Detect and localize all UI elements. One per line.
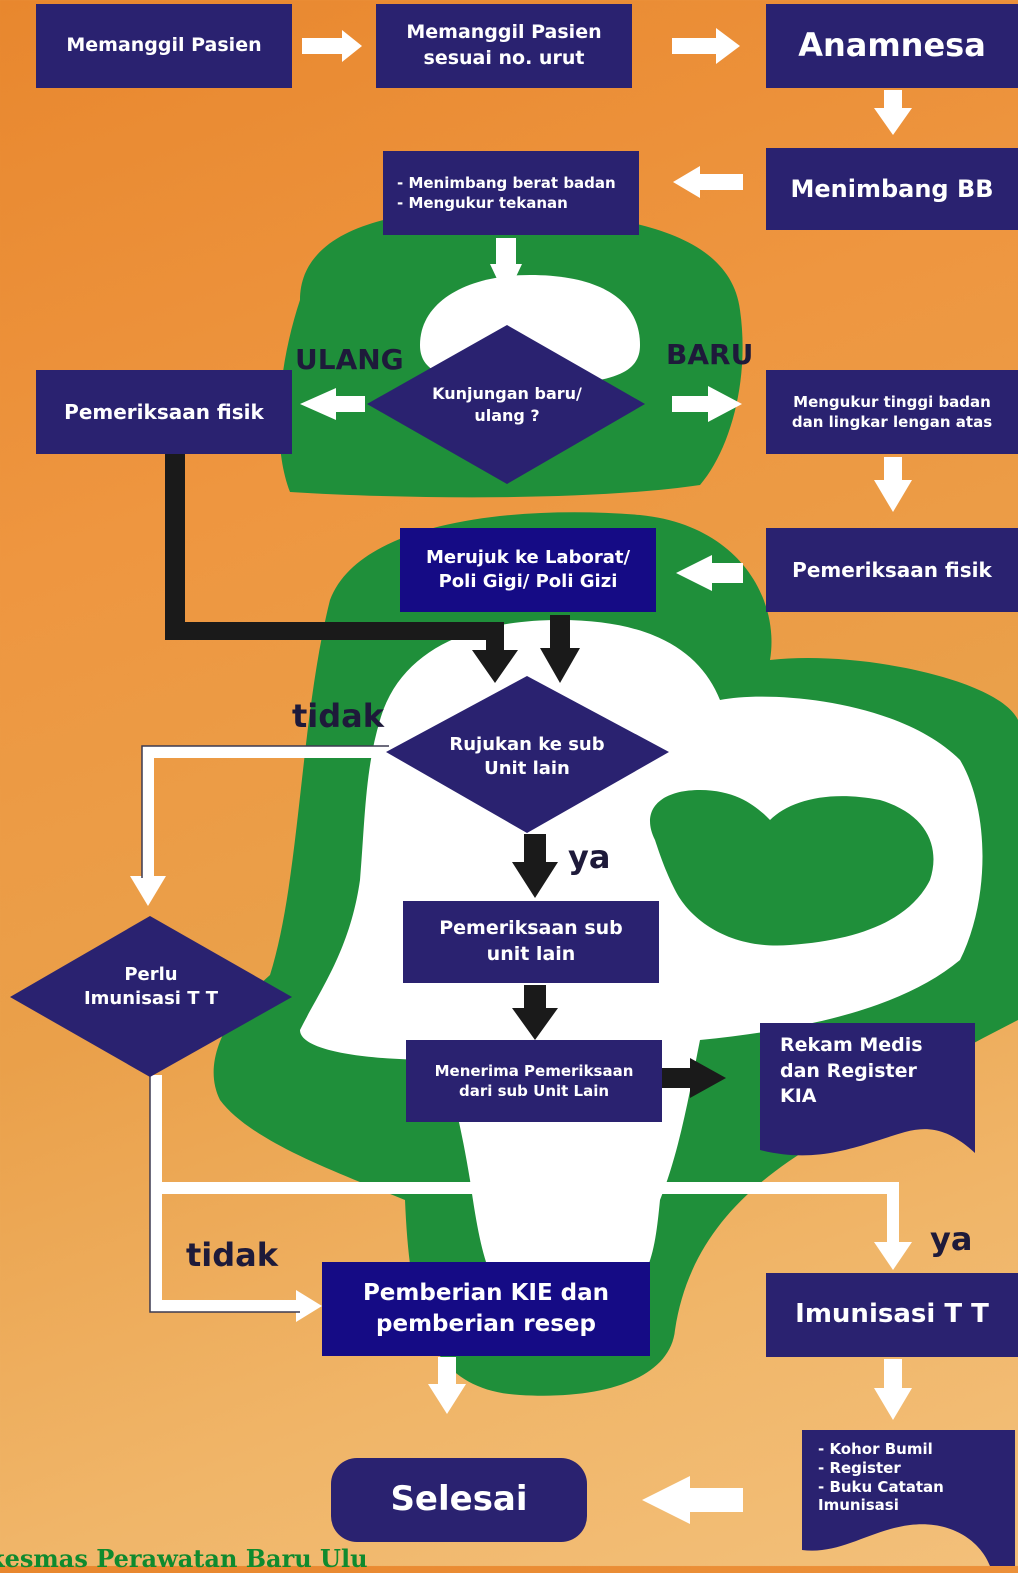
line-perlu-down [150, 1075, 300, 1312]
node-menimbang-detail: - Menimbang berat badan - Mengukur tekan… [383, 151, 639, 235]
label-tidak-bottom: tidak [186, 1236, 279, 1274]
node-pemberian-kie: Pemberian KIE dan pemberian resep [322, 1262, 650, 1356]
dark-path-fisik [165, 454, 518, 683]
arrow-down-weigh [490, 238, 522, 298]
doc-kohor-text: - Kohor Bumil - Register - Buku Catatan … [818, 1440, 944, 1515]
arrow-down-anamnesa [874, 90, 912, 135]
node-mengukur-tinggi: Mengukur tinggi badan dan lingkar lengan… [766, 370, 1018, 454]
white-line-arrows [142, 746, 899, 1312]
node-pemeriksaan-fisik-right: Pemeriksaan fisik [766, 528, 1018, 612]
arrow-down-kie [428, 1357, 466, 1414]
terminator-selesai-text: Selesai [390, 1479, 528, 1520]
node-merujuk: Merujuk ke Laborat/ Poli Gigi/ Poli Gizi [400, 528, 656, 612]
node-anamnesa: Anamnesa [766, 4, 1018, 88]
diamond-perlu [10, 916, 292, 1077]
node-menerima: Menerima Pemeriksaan dari sub Unit Lain [406, 1040, 662, 1122]
head-ya-right [874, 1242, 912, 1270]
white-line-arrowheads [130, 876, 912, 1322]
arrow-down-imunisasi [874, 1359, 912, 1420]
arrow-down-tinggi [874, 457, 912, 512]
arrow-right-baru [672, 386, 742, 422]
node-pemeriksaan-sub: Pemeriksaan sub unit lain [403, 901, 659, 983]
dark-arrow-rekam [662, 1058, 726, 1098]
white-arrows [300, 28, 912, 1524]
decision-kunjungan: Kunjungan baru/ ulang ? [432, 384, 582, 425]
terminator-selesai [331, 1458, 587, 1542]
watermark-text: kesmas Perawatan Baru Ulu [0, 1544, 368, 1573]
decision-rujukan: Rujukan ke sub Unit lain [449, 733, 605, 779]
doc-rekam-medis-text: Rekam Medis dan Register KIA [780, 1034, 923, 1108]
green-heart-inner [650, 790, 934, 946]
arrow-left-bb [673, 166, 743, 198]
dark-arrows [165, 454, 726, 1098]
dark-arrow-merujuk [540, 615, 580, 683]
arrow-left-ulang [300, 388, 365, 420]
node-memanggil-pasien: Memanggil Pasien [36, 4, 292, 88]
decision-perlu-imunisasi: Perlu Imunisasi T T [83, 963, 219, 1009]
diamond-rujukan [386, 676, 669, 833]
label-ya-mid: ya [568, 838, 611, 876]
arrow-right-1 [302, 30, 362, 62]
label-ya-right: ya [930, 1220, 973, 1258]
arrow-left-kohor [642, 1476, 743, 1524]
node-pemeriksaan-fisik-left: Pemeriksaan fisik [36, 370, 292, 454]
doc-kohor [802, 1430, 1015, 1566]
dark-arrow-ya [512, 834, 558, 898]
node-memanggil-pasien-urut: Memanggil Pasien sesuai no. urut [376, 4, 632, 88]
node-imunisasi-tt: Imunisasi T T [766, 1273, 1018, 1357]
label-ulang: ULANG [295, 343, 404, 376]
line-ya-right [160, 1182, 899, 1244]
dark-arrow-pemeriksaan [512, 985, 558, 1040]
head-tidak-top [130, 876, 166, 906]
node-menimbang-bb: Menimbang BB [766, 148, 1018, 230]
line-tidak-top [142, 746, 395, 878]
white-line-outlines [141, 745, 389, 1313]
label-baru: BARU [666, 338, 754, 371]
arrow-left-fisik [676, 555, 743, 591]
doc-rekam-medis [760, 1023, 975, 1156]
head-perlu-kie [296, 1290, 322, 1322]
diamond-kunjungan [367, 325, 645, 484]
arrow-right-2 [672, 28, 740, 64]
label-tidak-top: tidak [292, 697, 385, 735]
